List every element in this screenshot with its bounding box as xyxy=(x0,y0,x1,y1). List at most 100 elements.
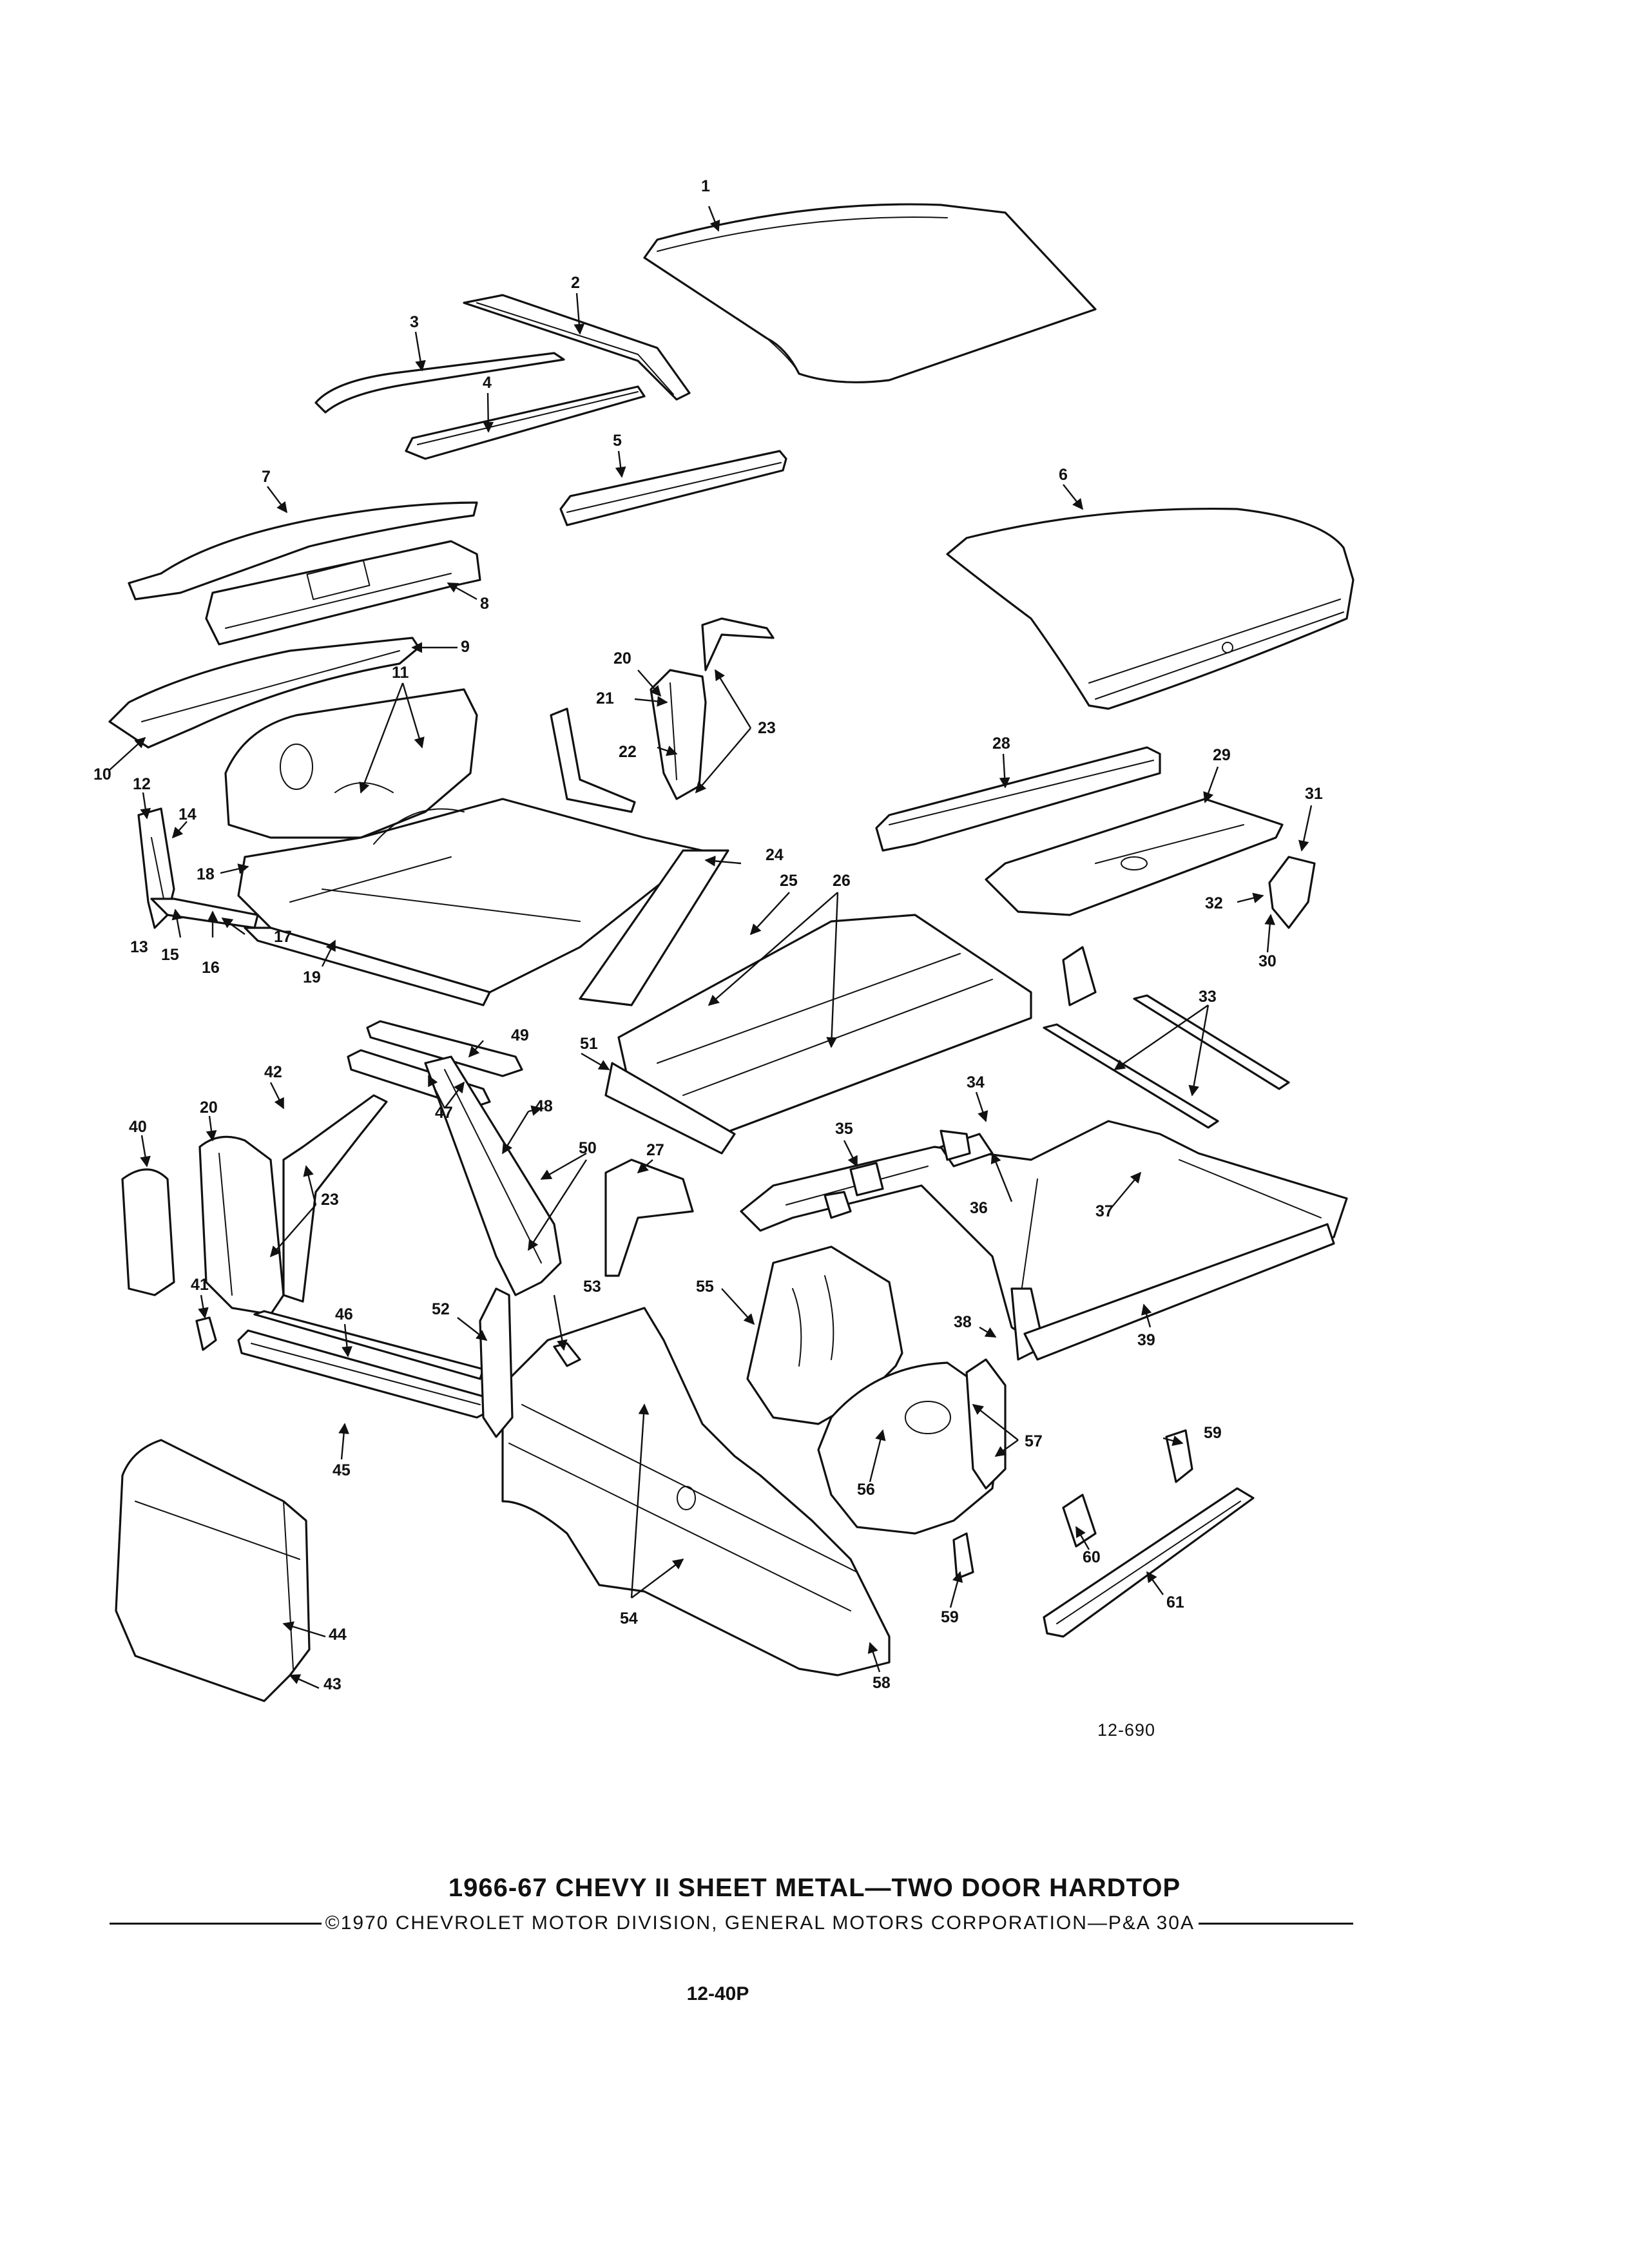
figure-reference: 12-690 xyxy=(1097,1720,1156,1740)
rear-seat-pan xyxy=(604,1062,736,1155)
callout-4: 4 xyxy=(483,374,492,392)
callout-10: 10 xyxy=(93,765,111,783)
callout-41: 41 xyxy=(191,1276,209,1294)
callout-46: 46 xyxy=(335,1305,353,1323)
instrument-panel-assembly xyxy=(205,540,481,646)
copyright-line: ©1970 CHEVROLET MOTOR DIVISION, GENERAL … xyxy=(110,1912,1353,1934)
callout-24: 24 xyxy=(766,846,784,864)
callout-25: 25 xyxy=(780,872,798,890)
callout-15: 15 xyxy=(161,946,179,964)
callout-21: 21 xyxy=(596,689,614,707)
side-roof-rail-left xyxy=(314,352,565,414)
callout-31: 31 xyxy=(1305,785,1323,803)
callout-8: 8 xyxy=(480,595,489,613)
callout-22: 22 xyxy=(619,743,637,761)
rear-crossmember-and-support xyxy=(1010,1223,1335,1361)
callout-52: 52 xyxy=(432,1300,450,1318)
front-fender-skirt-and-wheelhouse xyxy=(121,1135,285,1316)
windshield-pillar-and-lock-pillar xyxy=(550,669,707,813)
front-body-hinge-pillar xyxy=(150,898,259,929)
callout-34: 34 xyxy=(967,1073,985,1091)
callout-50: 50 xyxy=(579,1139,597,1157)
page-title: 1966-67 CHEVY II SHEET METAL—TWO DOOR HA… xyxy=(448,1874,1181,1902)
callout-48: 48 xyxy=(535,1097,553,1115)
callout-20-lower: 20 xyxy=(200,1099,218,1117)
callout-14: 14 xyxy=(178,805,197,823)
callout-19: 19 xyxy=(303,968,321,986)
callout-33: 33 xyxy=(1199,988,1217,1006)
callout-36: 36 xyxy=(970,1199,988,1217)
copyright-rule-right xyxy=(1199,1922,1353,1925)
callout-13: 13 xyxy=(130,938,148,956)
callout-26: 26 xyxy=(833,872,851,890)
callout-43: 43 xyxy=(323,1675,342,1693)
floor-pan-front xyxy=(237,798,704,994)
callout-53: 53 xyxy=(583,1278,601,1296)
callout-6: 6 xyxy=(1059,466,1068,484)
callout-18: 18 xyxy=(197,865,215,883)
callout-40: 40 xyxy=(129,1118,147,1136)
callout-17: 17 xyxy=(274,928,292,946)
rear-wheelhouse-panel xyxy=(746,1245,903,1425)
callout-29: 29 xyxy=(1213,746,1231,764)
callout-1: 1 xyxy=(701,177,710,195)
callout-44: 44 xyxy=(329,1626,347,1644)
callout-51: 51 xyxy=(580,1035,598,1053)
callout-2: 2 xyxy=(571,274,580,292)
callout-27: 27 xyxy=(646,1141,664,1159)
callout-20-upper: 20 xyxy=(613,649,631,668)
callout-9: 9 xyxy=(461,638,470,656)
floor-reinforcement-crossbar xyxy=(579,849,729,1006)
callout-32: 32 xyxy=(1205,894,1223,912)
callout-58: 58 xyxy=(872,1674,891,1692)
callout-3: 3 xyxy=(410,313,419,331)
callout-5: 5 xyxy=(613,432,622,450)
roof-panel xyxy=(643,203,1097,383)
copyright-rule-left xyxy=(110,1922,322,1925)
callout-59-upper: 59 xyxy=(1204,1424,1222,1442)
small-brackets-and-plates xyxy=(195,1129,994,1367)
callout-61: 61 xyxy=(1166,1593,1184,1611)
cowl-upper-side-panel xyxy=(282,1094,388,1303)
callout-37: 37 xyxy=(1095,1202,1113,1220)
callout-54: 54 xyxy=(620,1610,638,1628)
callout-60: 60 xyxy=(1083,1548,1101,1566)
windshield-pillar-upper xyxy=(701,617,775,671)
rear-compartment-gutter-and-bracket xyxy=(1062,856,1316,1006)
deck-lid xyxy=(946,507,1354,710)
rear-compartment-pan xyxy=(985,798,1284,916)
roof-bow-rear-header xyxy=(559,450,787,526)
callout-47: 47 xyxy=(435,1104,453,1122)
quarter-inner-front-panel xyxy=(604,1158,694,1277)
copyright-text: ©1970 CHEVROLET MOTOR DIVISION, GENERAL … xyxy=(325,1912,1195,1934)
windshield-header-panel xyxy=(463,294,691,401)
rocker-outer-panel xyxy=(237,1310,491,1419)
instrument-panel-upper-cover xyxy=(128,501,478,601)
quarter-pillar-lower xyxy=(479,1287,514,1438)
callout-39: 39 xyxy=(1137,1331,1155,1349)
page-number: 12-40P xyxy=(686,1983,749,2004)
callout-numbers: 1 2 3 4 5 6 7 8 9 10 11 12 14 18 13 15 1… xyxy=(93,177,1323,1693)
rear-end-panel-and-sill xyxy=(1043,1487,1255,1638)
callout-57: 57 xyxy=(1025,1432,1043,1450)
quarter-panel-outer xyxy=(501,1307,891,1677)
center-pillar-assembly xyxy=(424,1055,562,1296)
callout-23-upper: 23 xyxy=(758,719,776,737)
callout-49: 49 xyxy=(511,1026,529,1044)
callout-16: 16 xyxy=(202,959,220,977)
rocker-inner-panel xyxy=(244,927,491,1006)
callout-12: 12 xyxy=(133,775,151,793)
callout-7: 7 xyxy=(262,468,271,486)
rear-quarter-side-rails xyxy=(1043,994,1290,1129)
callout-35: 35 xyxy=(835,1120,853,1138)
callout-55: 55 xyxy=(696,1278,714,1296)
leader-lines xyxy=(109,206,1313,1689)
callout-11: 11 xyxy=(392,664,409,682)
callout-30: 30 xyxy=(1258,952,1277,970)
callout-42: 42 xyxy=(264,1063,282,1081)
callout-38: 38 xyxy=(954,1313,972,1331)
callout-45: 45 xyxy=(333,1461,351,1479)
callout-56: 56 xyxy=(857,1481,875,1499)
